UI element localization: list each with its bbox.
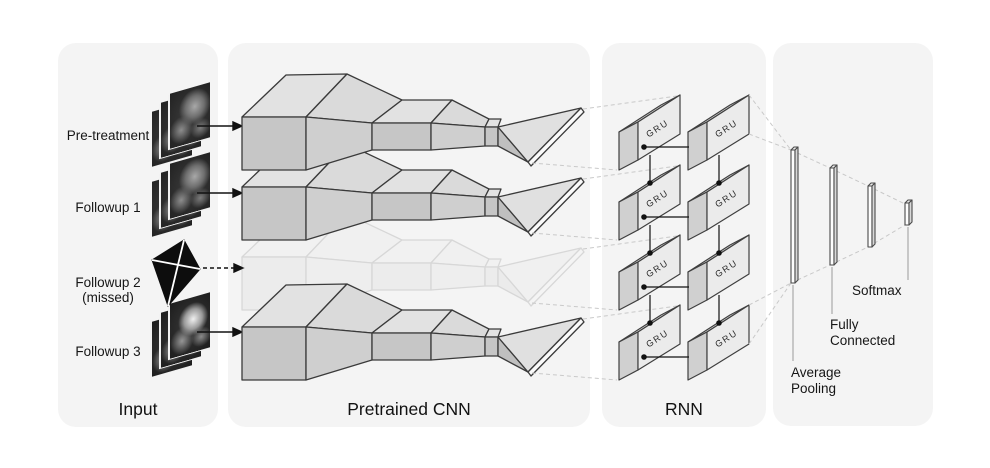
label-missed: (missed) (82, 290, 134, 305)
rnn-panel-title: RNN (665, 399, 703, 419)
label-leader-lines (792, 227, 909, 361)
fully-connected-layer-2 (867, 182, 876, 248)
gru-blocks: GRU GRU GRU GRU GRU GRU GRU GRU (618, 94, 750, 381)
arrow-head-icon (232, 187, 244, 199)
cnn-funnel-pretreatment (241, 73, 585, 171)
x-mark-icon (151, 239, 201, 307)
average-pooling-label: Average Pooling (791, 365, 842, 396)
input-arrows (197, 120, 245, 338)
cnn-funnels (241, 73, 585, 381)
label-followup2: Followup 2 (75, 275, 141, 290)
classifier-layers (790, 146, 913, 284)
input-panel-title: Input (118, 399, 158, 419)
softmax-layer (904, 199, 913, 226)
label-followup3: Followup 3 (75, 344, 141, 359)
average-pooling-layer (790, 146, 799, 284)
missed-scan-placeholder (151, 239, 201, 307)
gru-connectors (641, 144, 722, 360)
cnn-to-rnn-links (531, 95, 678, 381)
rnn-to-classifier-links (748, 94, 906, 345)
label-followup2-missed: Followup 2 (missed) (58, 275, 158, 305)
fully-connected-layer-1 (829, 164, 838, 266)
arrow-head-icon (232, 326, 244, 338)
classifier-panel (773, 43, 933, 426)
label-followup1: Followup 1 (75, 200, 141, 215)
softmax-label: Softmax (852, 283, 902, 298)
cnn-panel-title: Pretrained CNN (347, 399, 471, 419)
arrow-head-icon (232, 120, 244, 132)
arrow-head-icon (233, 262, 245, 274)
fully-connected-label: Fully Connected (830, 317, 896, 348)
label-pretreatment: Pre-treatment (66, 128, 150, 143)
